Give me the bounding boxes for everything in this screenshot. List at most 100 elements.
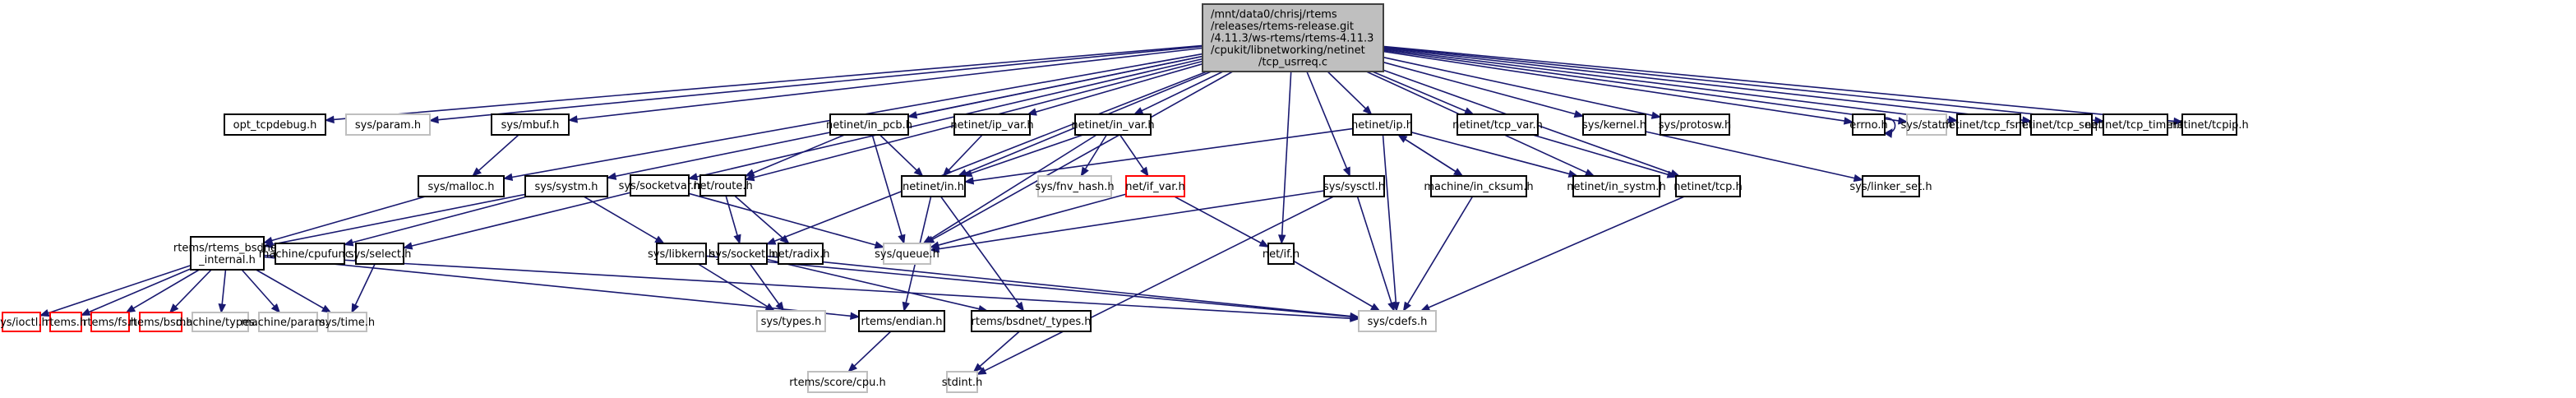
node-rtems-fs[interactable]: rtems/fs.h xyxy=(83,312,137,332)
node-netinet-in-systm[interactable]: netinet/in_systm.h xyxy=(1567,175,1666,197)
arrowhead-icon xyxy=(1650,111,1662,119)
node-box xyxy=(1074,113,1152,136)
node-rtems-endian[interactable]: rtems/endian.h xyxy=(858,310,945,332)
edge-sys-socketvar-to-sys-select xyxy=(402,192,631,250)
node-sys-time[interactable]: sys/time.h xyxy=(320,312,375,332)
node-sys-cdefs[interactable]: sys/cdefs.h xyxy=(1358,310,1437,332)
arrowhead-icon xyxy=(471,167,482,177)
node-sys-kernel[interactable]: sys/kernel.h xyxy=(1582,113,1646,136)
node-sys-linker-set[interactable]: sys/linker_set.h xyxy=(1849,175,1932,197)
arrowhead-icon xyxy=(765,237,777,245)
node-label: rtems/bsd.h xyxy=(129,317,193,329)
node-rtems[interactable]: rtems.h xyxy=(45,312,86,332)
node-netinet-tcp-timer[interactable]: netinet/tcp_timer.h xyxy=(2084,113,2186,136)
edge-netinet-in-var-to-netinet-in xyxy=(962,134,1083,178)
arrowhead-icon xyxy=(1898,117,1909,125)
node-sys-select[interactable]: sys/select.h xyxy=(349,243,412,265)
arrowhead-icon xyxy=(402,242,413,250)
node-netinet-tcp[interactable]: netinet/tcp.h xyxy=(1673,175,1743,197)
node-label: sys/socket.h xyxy=(709,248,775,261)
node-netinet-tcp-seq[interactable]: netinet/tcp_seq.h xyxy=(2015,113,2108,136)
node-label: rtems/bsdnet/_types.h xyxy=(972,316,1092,328)
arrowhead-icon xyxy=(962,169,973,178)
node-sys-ioctl[interactable]: sys/ioctl.h xyxy=(0,312,48,332)
node-box xyxy=(1675,175,1741,197)
node-opt-tcpdebug[interactable]: opt_tcpdebug.h xyxy=(224,113,326,136)
edge-netinet-in-pcb-to-netinet-in xyxy=(879,134,924,177)
node-label: sys/select.h xyxy=(349,248,412,261)
node-netinet-in[interactable]: netinet/in.h xyxy=(901,175,966,197)
node-sys-systm[interactable]: sys/systm.h xyxy=(524,175,608,197)
node-sys-malloc[interactable]: sys/malloc.h xyxy=(418,175,505,197)
edge-line xyxy=(972,127,1354,182)
edge-line xyxy=(916,55,1203,116)
node-box xyxy=(858,310,945,332)
node-label: sys/time.h xyxy=(320,317,375,329)
node-machine-in-cksum[interactable]: machine/in_cksum.h xyxy=(1424,175,1534,197)
node-sys-stat[interactable]: sys/stat.h xyxy=(1901,113,1953,136)
node-box xyxy=(2181,113,2237,136)
edge-line xyxy=(1407,196,1474,304)
arrowhead-icon xyxy=(1277,234,1286,245)
node-label: sys/stat.h xyxy=(1901,119,1953,132)
node-root[interactable]: /mnt/data0/chrisj/rtems/releases/rtems-r… xyxy=(1202,3,1384,72)
edge-line xyxy=(853,331,892,367)
node-sys-mbuf[interactable]: sys/mbuf.h xyxy=(491,113,570,136)
node-net-radix[interactable]: net/radix.h xyxy=(772,243,830,265)
node-net-if-var[interactable]: net/if_var.h xyxy=(1125,175,1185,197)
edge-netinet-ip-var-to-netinet-in xyxy=(942,134,983,177)
arrowhead-icon xyxy=(80,308,91,316)
edge-line xyxy=(132,269,200,309)
node-netinet-ip-var[interactable]: netinet/ip_var.h xyxy=(950,113,1034,136)
node-netinet-tcpip[interactable]: netinet/tcpip.h xyxy=(2170,113,2249,136)
edge-netinet-in-to-rtems-bsdnet-types xyxy=(939,196,1025,312)
node-sys-sysctl[interactable]: sys/sysctl.h xyxy=(1323,175,1385,197)
node-net-if[interactable]: net/if.h xyxy=(1263,243,1300,265)
node-rtems-score-cpu[interactable]: rtems/score/cpu.h xyxy=(789,371,886,393)
node-netinet-in-pcb[interactable]: netinet/in_pcb.h xyxy=(826,113,912,136)
edge-line xyxy=(352,196,528,243)
node-errno[interactable]: errno.h xyxy=(1849,113,1888,136)
node-sys-types[interactable]: sys/types.h xyxy=(756,310,826,332)
arrowhead-icon xyxy=(218,303,226,314)
edge-line xyxy=(979,331,1020,368)
node-net-route[interactable]: net/route.h xyxy=(693,174,753,197)
node-box xyxy=(1430,175,1527,197)
edge-sys-libkern-to-sys-types xyxy=(697,263,776,312)
node-netinet-tcp-var[interactable]: netinet/tcp_var.h xyxy=(1452,113,1543,136)
edge-netinet-in-pcb-to-sys-queue xyxy=(871,134,906,245)
node-machine-cpufunc[interactable]: machine/cpufunc.h xyxy=(259,243,361,265)
edge-line xyxy=(1372,71,1466,112)
node-rtems-bsdnet-internal[interactable]: rtems/rtems_bsdnet_internal.h xyxy=(173,236,281,271)
node-machine-types[interactable]: machine/types.h xyxy=(176,312,265,332)
node-box xyxy=(630,174,690,197)
node-sys-libkern[interactable]: sys/libkern.h xyxy=(648,243,715,265)
node-stdint[interactable]: stdint.h xyxy=(942,371,982,393)
node-box xyxy=(345,113,431,136)
edge-sys-sysctl-to-sys-cdefs xyxy=(1356,196,1396,312)
edge-line xyxy=(766,255,1351,317)
node-sys-param[interactable]: sys/param.h xyxy=(345,113,431,136)
node-label: machine/types.h xyxy=(176,317,265,329)
node-sys-queue[interactable]: sys/queue.h xyxy=(875,243,939,265)
node-rtems-bsdnet-types[interactable]: rtems/bsdnet/_types.h xyxy=(971,310,1092,332)
node-netinet-tcp-fsm[interactable]: netinet/tcp_fsm.h xyxy=(1941,113,2036,136)
arrowhead-icon xyxy=(1080,166,1089,178)
arrowhead-icon xyxy=(976,367,987,375)
node-sys-protosw[interactable]: sys/protosw.h xyxy=(1659,113,1732,136)
arrowhead-icon xyxy=(428,115,439,124)
node-netinet-in-var[interactable]: netinet/in_var.h xyxy=(1071,113,1155,136)
node-sys-socketvar[interactable]: sys/socketvar.h xyxy=(619,174,701,197)
node-label: sys/queue.h xyxy=(875,248,939,261)
edge-line xyxy=(1306,71,1348,169)
node-label: machine/in_cksum.h xyxy=(1424,181,1533,193)
node-box xyxy=(1352,113,1412,136)
edge-line xyxy=(1405,138,1463,177)
node-machine-param[interactable]: machine/param.h xyxy=(241,312,335,332)
arrowhead-icon xyxy=(1420,303,1431,312)
node-sys-fnv-hash[interactable]: sys/fnv_hash.h xyxy=(1035,175,1115,197)
node-sys-socket[interactable]: sys/socket.h xyxy=(709,243,776,265)
node-label: net/route.h xyxy=(693,180,752,192)
node-netinet-ip[interactable]: netinet/ip.h xyxy=(1351,113,1413,136)
node-rtems-bsd[interactable]: rtems/bsd.h xyxy=(129,312,193,332)
